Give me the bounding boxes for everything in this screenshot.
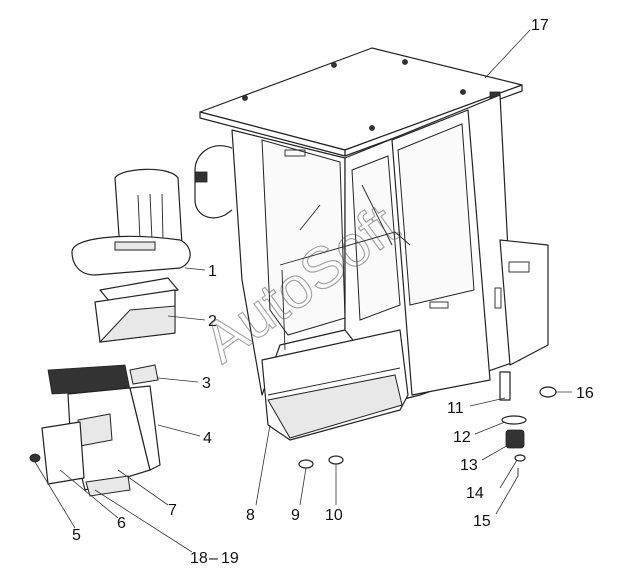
- roof-bolt: [369, 125, 375, 131]
- leader-9: [299, 467, 307, 506]
- callout-3: 3: [202, 375, 211, 392]
- leader-2: [167, 315, 206, 321]
- cab-roof-edge-right: [344, 84, 523, 157]
- isolator-10: [328, 455, 344, 465]
- cab-base-plate: [267, 374, 403, 439]
- door-handle: [429, 301, 449, 309]
- cab-front-window: [351, 155, 401, 321]
- seat-cushion: [71, 235, 191, 276]
- cab-side-box: [499, 239, 549, 366]
- callout-5: 5: [72, 527, 81, 544]
- callout-2: 2: [208, 313, 217, 330]
- cab-strut: [281, 269, 286, 351]
- leader-3: [157, 377, 199, 383]
- steering-column: [299, 204, 321, 231]
- leader-lines: [34, 29, 572, 553]
- callout-9: 9: [291, 507, 300, 524]
- callout-7: 7: [168, 502, 177, 519]
- console-inspection-cover: [77, 413, 113, 447]
- washer-12: [501, 415, 527, 425]
- roof-bolt: [460, 89, 466, 95]
- door-hinge: [494, 287, 502, 309]
- callout-16: 16: [576, 385, 594, 402]
- callout-18-19-separator: –: [209, 550, 218, 567]
- callout-6: 6: [117, 515, 126, 532]
- fastener-5: [29, 453, 41, 463]
- leader-13: [481, 443, 511, 461]
- leader-7: [117, 469, 169, 506]
- leader-17: [484, 29, 531, 79]
- mounting-hardware: [29, 371, 557, 476]
- leader-4: [157, 424, 201, 437]
- leader-12: [474, 421, 506, 435]
- callout-labels: 1 2 3 4 5 6 7 8 9 10 11 12 13 14 15 16 1…: [72, 17, 594, 567]
- backrest-seam: [149, 193, 153, 241]
- callout-4: 4: [203, 430, 212, 447]
- callout-18: 18: [190, 550, 208, 567]
- seat-base-inner: [98, 305, 176, 343]
- side-mirror: [194, 145, 233, 219]
- callout-11: 11: [447, 400, 464, 417]
- console-control-knob: [129, 364, 159, 385]
- rubber-mount-13: [505, 429, 525, 449]
- console-side-panel: [129, 385, 161, 471]
- callout-1: 1: [208, 263, 217, 280]
- seat-suspension: [99, 277, 179, 303]
- callout-19: 19: [221, 550, 239, 567]
- cap-16: [539, 386, 557, 398]
- mount-bolt-11: [499, 371, 511, 401]
- callout-17: 17: [531, 17, 549, 34]
- seat-cushion-panel: [114, 241, 156, 251]
- roof-bolt: [402, 59, 408, 65]
- callout-13: 13: [460, 457, 478, 474]
- nut-14: [514, 454, 526, 462]
- cab-door-window: [397, 123, 475, 306]
- leader-14: [499, 459, 518, 489]
- side-console: [41, 364, 161, 497]
- backrest-seam: [137, 194, 141, 241]
- cab-assembly: [194, 47, 549, 441]
- cab-handle: [284, 149, 306, 157]
- roof-bolt: [331, 62, 337, 68]
- side-box-latch: [508, 261, 530, 273]
- operator-seat: [71, 168, 191, 276]
- isolator-9: [298, 459, 314, 469]
- console-cover-plate: [41, 421, 85, 485]
- leader-6: [59, 469, 119, 519]
- callout-8: 8: [246, 507, 255, 524]
- cab-handrail: [279, 231, 411, 266]
- leader-8: [255, 424, 271, 506]
- leader-18-19: [94, 489, 193, 553]
- backrest-seam: [161, 193, 164, 241]
- leader-5: [34, 461, 76, 529]
- roof-bolt: [242, 95, 248, 101]
- leader-11: [469, 397, 506, 407]
- base-seam: [267, 367, 401, 396]
- callout-15: 15: [473, 513, 491, 530]
- leader-15: [495, 475, 519, 515]
- seat-base: [94, 277, 179, 343]
- wiper-arm: [361, 184, 393, 246]
- callout-10: 10: [325, 507, 343, 524]
- leader-1: [184, 267, 206, 271]
- mirror-bracket: [194, 171, 208, 183]
- seat-backrest: [114, 168, 183, 251]
- callout-12: 12: [453, 429, 471, 446]
- callout-14: 14: [466, 485, 484, 502]
